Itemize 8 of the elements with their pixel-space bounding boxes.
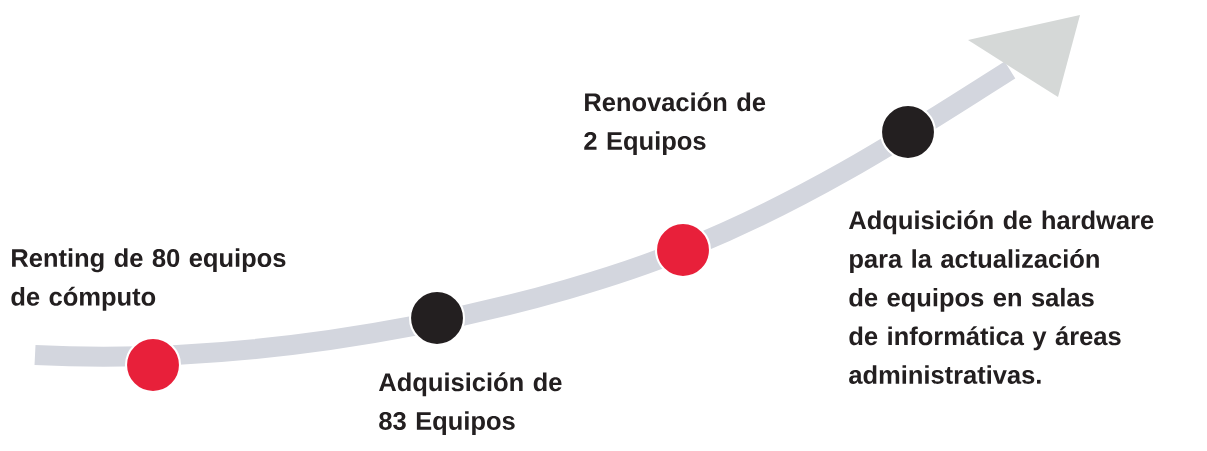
milestone-label: Adquisición de hardware para la actualización de equipos en salas de informática y áreas administrativas. (849, 210, 1154, 384)
milestone-label: Renting de 80 equipos de cómputo (11, 248, 286, 311)
milestone-label: Adquisición de 83 Equipos (379, 372, 562, 435)
milestone-dot (408, 289, 466, 347)
milestone-dot (879, 103, 937, 161)
milestone-dot (654, 221, 712, 279)
milestone-label: Renovación de 2 Equipos (584, 92, 766, 155)
milestone-dot (124, 336, 182, 394)
